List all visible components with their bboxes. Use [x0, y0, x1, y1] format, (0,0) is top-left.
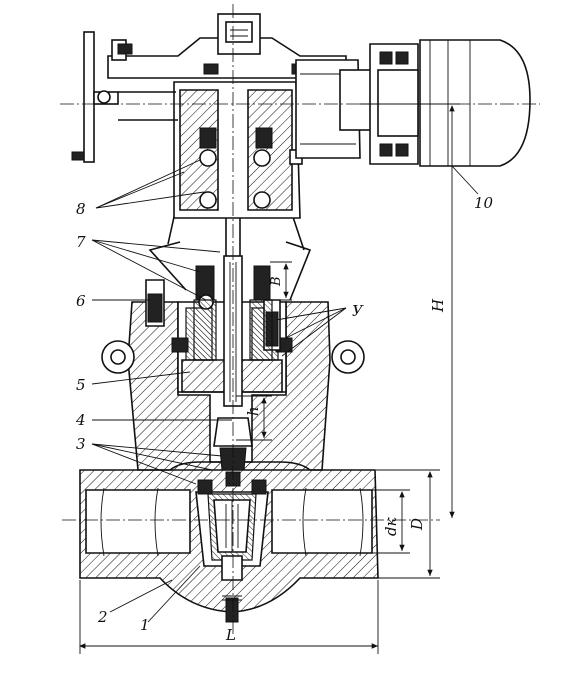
dim-h-label: h — [244, 406, 262, 416]
dim-L-label: L — [225, 626, 236, 644]
callout-6: 6 — [76, 292, 86, 310]
electric-motor — [339, 39, 531, 167]
callout-10: 10 — [474, 194, 494, 212]
callout-3: 3 — [76, 435, 86, 453]
dim-B-label: В — [269, 276, 284, 287]
dimension-lines — [79, 103, 460, 654]
gearbox — [107, 13, 361, 219]
callout-2: 2 — [97, 608, 108, 626]
callout-y: У — [352, 302, 364, 320]
dim-H-label: H — [429, 298, 447, 313]
callout-5: 5 — [76, 376, 86, 394]
callout-1: 1 — [140, 616, 150, 634]
handwheel — [71, 31, 178, 163]
dim-dk-label: dк — [382, 517, 400, 536]
leader-lines — [91, 159, 479, 623]
dim-D-label: D — [408, 518, 426, 531]
callout-7: 7 — [76, 233, 86, 251]
callout-4: 4 — [75, 411, 86, 429]
callout-8: 8 — [76, 200, 86, 218]
valve-body — [79, 301, 379, 623]
